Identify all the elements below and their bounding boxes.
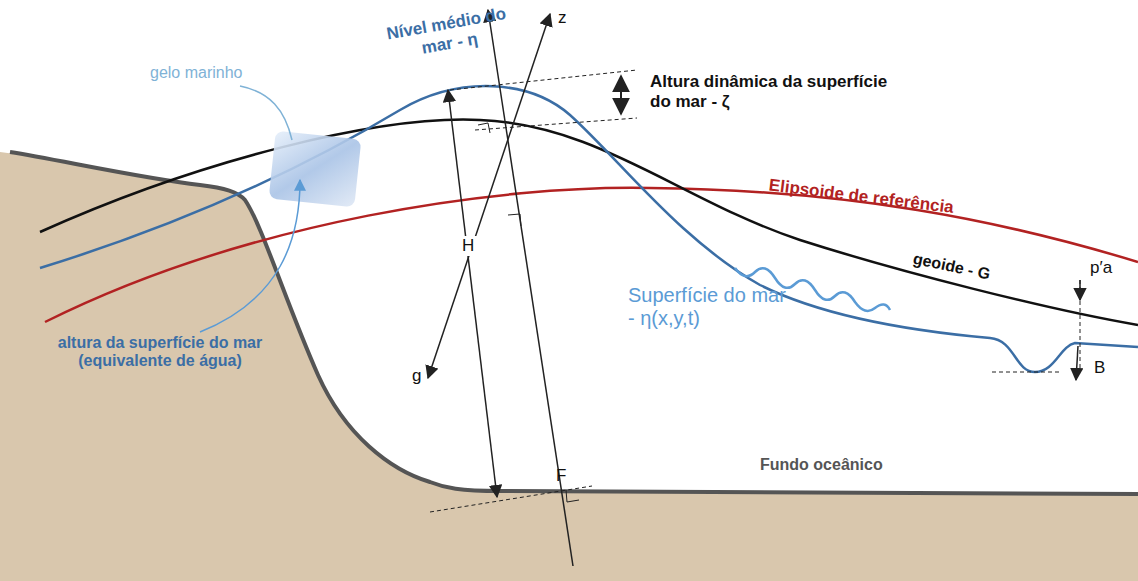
floor-point-symbol: F [556, 466, 572, 486]
ice-label: gelo marinho [150, 64, 270, 82]
mean-sea-level-label: Nível médio do mar - η [376, 2, 521, 65]
pressure-label: p′a [1090, 258, 1130, 278]
sea-floor-label: Fundo oceânico [760, 456, 920, 474]
depression-symbol: B [1094, 358, 1110, 378]
ellipsoid-label: Elipsoide de referência [768, 175, 1009, 224]
geoid-label: geoide - G [911, 250, 1032, 293]
axis-symbol: z [558, 8, 574, 28]
water-equivalent-label: altura da superfície do mar (equivalente… [40, 334, 280, 371]
dynamic-height-label: Altura dinâmica da superfície do mar - ζ [650, 72, 900, 111]
gravity-symbol: g [412, 366, 428, 386]
sea-surface-label: Superfície do mar - η(x,y,t) [628, 284, 798, 330]
depth-symbol: H [462, 236, 482, 256]
